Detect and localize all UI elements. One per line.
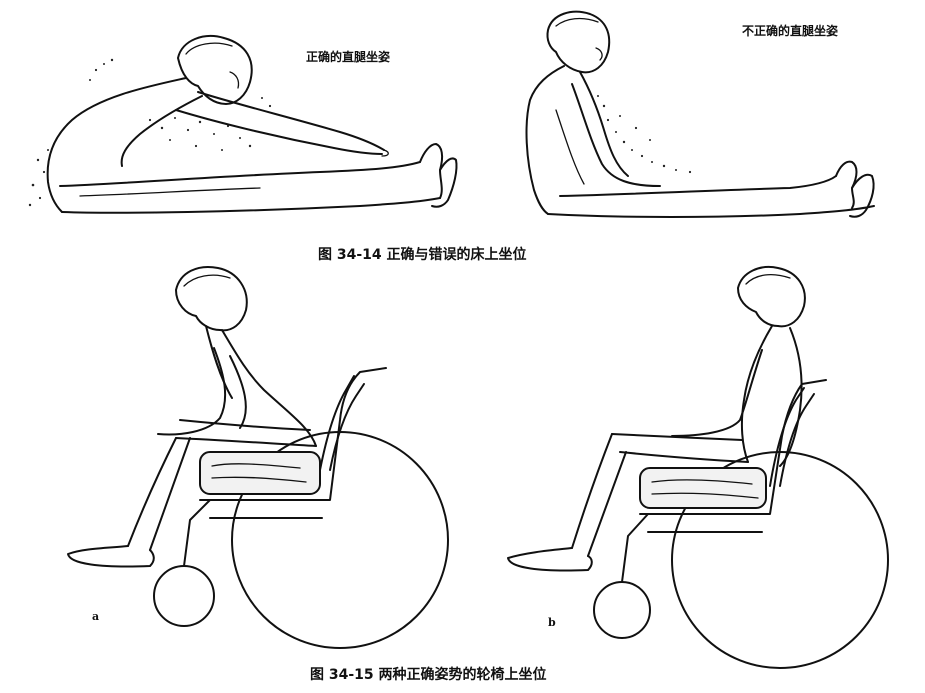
- stipple-shading-right: [597, 95, 692, 174]
- incorrect-long-sitting-figure: [525, 10, 875, 218]
- label-incorrect-posture: 不正确的直腿坐姿: [742, 24, 839, 38]
- panel-label-a: a: [92, 610, 100, 623]
- stipple-shading-left: [28, 58, 272, 207]
- label-correct-posture: 正确的直腿坐姿: [306, 50, 391, 64]
- wheelchair-figure-b: [507, 266, 889, 669]
- panel-label-b: b: [548, 616, 556, 629]
- wheelchair-figure-a: [67, 266, 449, 649]
- correct-long-sitting-figure: [28, 35, 458, 214]
- caption-figure-34-15: 图 34-15 两种正确姿势的轮椅上坐位: [310, 667, 547, 683]
- caption-figure-34-14: 图 34-14 正确与错误的床上坐位: [318, 247, 527, 263]
